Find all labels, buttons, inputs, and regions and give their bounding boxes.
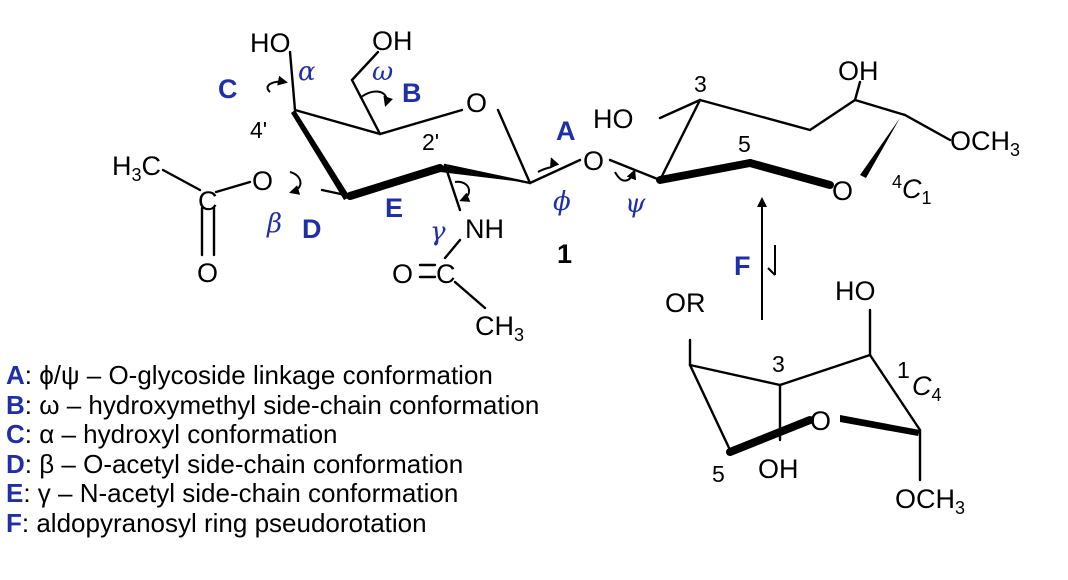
legend-item: E: γ – N-acetyl side-chain conformation [6, 478, 539, 509]
ring-o-right-label: O [832, 176, 853, 206]
region-letters: C B A D E F [218, 74, 751, 281]
ch3-label: CH3 [475, 311, 524, 345]
legend-key: B [6, 389, 25, 420]
gamma-symbol: γ [430, 217, 446, 247]
glycosidic-o-label: O [583, 146, 604, 176]
or-label: OR [665, 288, 706, 318]
legend-item: F: aldopyranosyl ring pseudorotation [6, 507, 539, 539]
alpha-symbol: α [298, 57, 316, 87]
ring-oxygen-label: O [466, 88, 487, 118]
conformer-4c1-label: 4C1 [892, 172, 932, 208]
oh-bottom-label: OH [758, 454, 799, 484]
amide-c-label: C [436, 259, 456, 289]
legend-key: A [6, 360, 25, 390]
carbonyl-o-label: O [197, 258, 218, 288]
omega-symbol: ω [372, 57, 393, 87]
legend-key: D [6, 448, 25, 479]
legend-item: B: ω – hydroxymethyl side-chain conforma… [6, 389, 540, 421]
left-pyranose-ring [288, 50, 582, 212]
bottom-pyranose-ring-1c4 [688, 308, 922, 482]
psi-symbol: ψ [625, 189, 646, 219]
c1-superscript: 1 [897, 357, 910, 383]
torsion-symbols: α ω β γ ϕ ψ [266, 57, 646, 247]
legend-key: C [6, 419, 25, 449]
legend-key: F [6, 507, 22, 538]
h3c-text: H [112, 151, 132, 181]
n-acetyl-group [418, 238, 487, 310]
och3-top-label: OCH3 [950, 126, 1020, 160]
legend: A: ϕ/ψ – O-glycoside linkage conformatio… [6, 360, 540, 539]
legend-text: : γ – N-acetyl side-chain conformation [23, 478, 459, 508]
letter-d: D [302, 214, 322, 244]
legend-text: : ω – hydroxymethyl side-chain conformat… [24, 389, 540, 420]
phi-symbol: ϕ [553, 187, 571, 217]
torsion-arrows [266, 75, 637, 202]
compound-number: 1 [557, 239, 572, 269]
letter-f: F [734, 251, 751, 281]
legend-text: : ϕ/ψ – O-glycoside linkage conformation [24, 360, 493, 390]
c3-number: 3 [694, 71, 707, 97]
nh-label: NH [465, 214, 504, 244]
c3-bottom-number: 3 [772, 351, 785, 377]
oh-6-label: OH [372, 26, 413, 56]
conformer-1c4-label: C4 [912, 371, 942, 405]
beta-symbol: β [266, 209, 282, 239]
c5-number: 5 [738, 131, 751, 157]
legend-item: A: ϕ/ψ – O-glycoside linkage conformatio… [6, 360, 539, 391]
legend-text: : aldopyranosyl ring pseudorotation [21, 507, 427, 538]
right-pyranose-ring-4c1 [608, 80, 952, 189]
carbonyl-c-label: C [198, 186, 218, 216]
ho-right-label: HO [593, 104, 634, 134]
legend-item: D: β – O-acetyl side-chain conformation [6, 448, 539, 480]
equilibrium-arrows [757, 197, 776, 320]
c2p-number: 2' [422, 129, 439, 155]
c4p-number: 4' [250, 117, 267, 143]
o-acetyl-group [161, 168, 252, 257]
oh-right-label: OH [838, 56, 879, 86]
c5-bottom-number: 5 [712, 461, 725, 487]
legend-text: : α – hydroxyl conformation [24, 419, 338, 449]
acetyl-o-label: O [252, 166, 273, 196]
ho-4-label: HO [250, 28, 291, 58]
atom-labels: HO OH O 4' 2' H3C O C O NH O C CH3 1 O H… [112, 26, 1020, 518]
amide-o-label: O [392, 259, 413, 289]
letter-c: C [218, 74, 238, 104]
letter-a: A [556, 116, 576, 146]
ho-bottom-label: HO [835, 276, 876, 306]
ring-o-bottom-label: O [810, 406, 831, 436]
letter-b: B [402, 78, 422, 108]
legend-item: C: α – hydroxyl conformation [6, 419, 539, 450]
h3c-label: H3C [112, 151, 161, 185]
letter-e: E [385, 193, 403, 223]
legend-text: : β – O-acetyl side-chain conformation [24, 448, 464, 479]
och3-bottom-label: OCH3 [895, 484, 965, 518]
legend-key: E [6, 478, 24, 508]
